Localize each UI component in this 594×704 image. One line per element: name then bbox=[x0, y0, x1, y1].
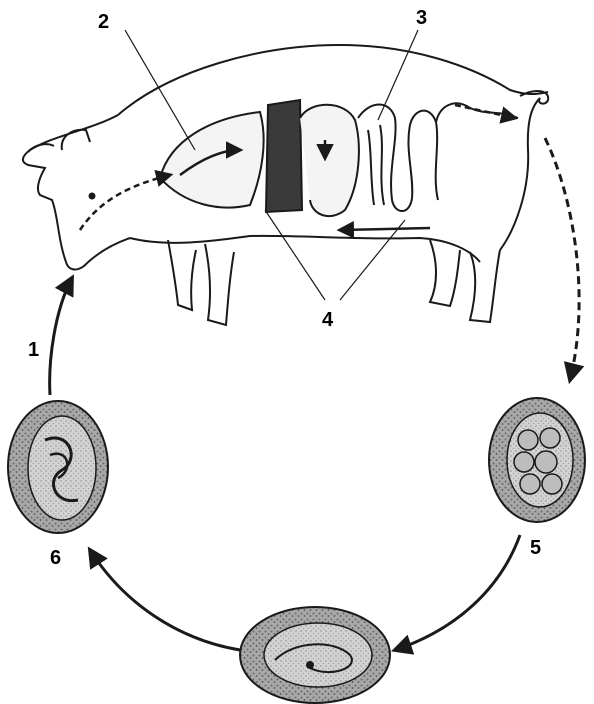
egg-stage-bottom bbox=[240, 607, 390, 703]
colon-organ bbox=[436, 103, 518, 122]
arrow-bottom-to-6 bbox=[90, 550, 240, 650]
lung-organ bbox=[160, 112, 264, 208]
pig-head bbox=[23, 115, 130, 269]
cycle-arrows bbox=[50, 138, 579, 650]
pig-ear bbox=[62, 130, 90, 150]
stomach-organ bbox=[300, 105, 359, 216]
arrow-to-5 bbox=[545, 138, 579, 380]
pig-belly bbox=[130, 236, 480, 262]
pig-front-leg bbox=[168, 240, 196, 310]
pig-eye bbox=[89, 193, 96, 200]
arrow-6-to-mouth bbox=[50, 278, 72, 395]
label-4: 4 bbox=[322, 310, 333, 330]
arrow-5-to-bottom bbox=[395, 535, 520, 650]
label-6: 6 bbox=[50, 548, 61, 568]
label-5: 5 bbox=[530, 538, 541, 558]
pig-organs bbox=[160, 100, 518, 216]
label-2: 2 bbox=[98, 12, 109, 32]
label-1: 1 bbox=[28, 340, 39, 360]
pig-hind-leg bbox=[430, 240, 460, 306]
pig-tail bbox=[520, 91, 548, 104]
egg-stage-6 bbox=[8, 401, 108, 533]
liver-organ bbox=[266, 100, 302, 212]
egg-stage-5 bbox=[489, 398, 585, 522]
label-3: 3 bbox=[416, 8, 427, 28]
